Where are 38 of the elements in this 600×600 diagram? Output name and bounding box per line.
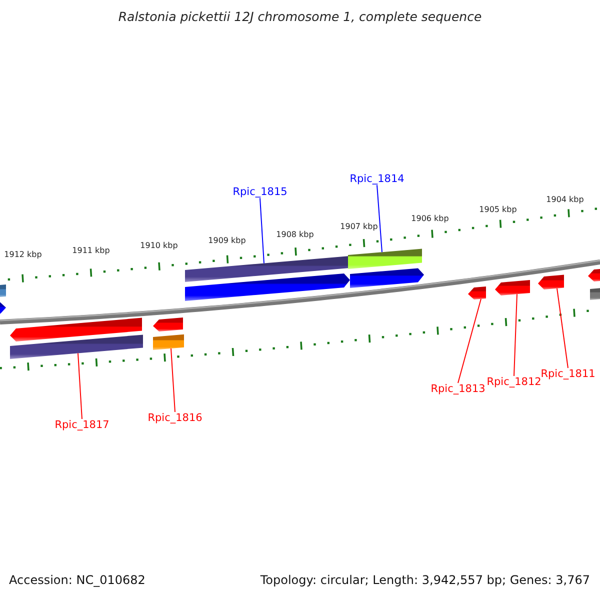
tick-label: 1911 kbp bbox=[72, 246, 110, 256]
gene-segment bbox=[588, 268, 600, 282]
sequence-summary: Topology: circular; Length: 3,942,557 bp; Genes: 3,767 bbox=[260, 574, 590, 588]
tick-label: 1906 kbp bbox=[411, 214, 449, 224]
gene-label: Rpic_1812 bbox=[486, 376, 542, 388]
tick-label: 1909 kbp bbox=[208, 236, 246, 246]
leader-line bbox=[514, 294, 518, 376]
gene-segment bbox=[468, 286, 486, 300]
tick-label: 1905 kbp bbox=[479, 205, 517, 214]
gene-bar bbox=[153, 334, 184, 350]
gene-segment bbox=[0, 302, 6, 315]
tick-label: 1912 kbp bbox=[4, 250, 42, 260]
gene-bar bbox=[0, 284, 6, 297]
tick-label: 1904 kbp bbox=[546, 195, 584, 204]
leader-line bbox=[376, 184, 382, 253]
gene-segment bbox=[10, 318, 142, 342]
gene-label: Rpic_1815 bbox=[232, 186, 288, 198]
gene-segment bbox=[495, 280, 530, 296]
leader-line bbox=[458, 298, 482, 384]
gene-bar bbox=[590, 288, 600, 300]
gene-bar bbox=[10, 334, 143, 359]
gene-segment bbox=[538, 274, 564, 290]
gene-label: Rpic_1811 bbox=[540, 368, 596, 380]
gene-label: Rpic_1813 bbox=[430, 383, 486, 396]
tick-label: 1908 kbp bbox=[276, 230, 314, 240]
leader-line bbox=[170, 348, 176, 412]
tick-label: 1907 kbp bbox=[340, 222, 378, 232]
leader-line bbox=[556, 288, 568, 368]
gene-segment bbox=[350, 268, 424, 288]
tick-label: 1910 kbp bbox=[140, 241, 178, 250]
gene-label: Rpic_1814 bbox=[350, 173, 404, 186]
title: Ralstonia pickettii 12J chromosome 1, complete sequence bbox=[118, 10, 482, 24]
gene-segment bbox=[153, 317, 183, 332]
gene-label: Rpic_1816 bbox=[148, 412, 202, 424]
gene-label: Rpic_1817 bbox=[54, 419, 110, 432]
leader-line bbox=[78, 352, 82, 420]
accession-text: Accession: NC_010682 bbox=[9, 574, 146, 588]
gene-bar bbox=[348, 248, 422, 269]
